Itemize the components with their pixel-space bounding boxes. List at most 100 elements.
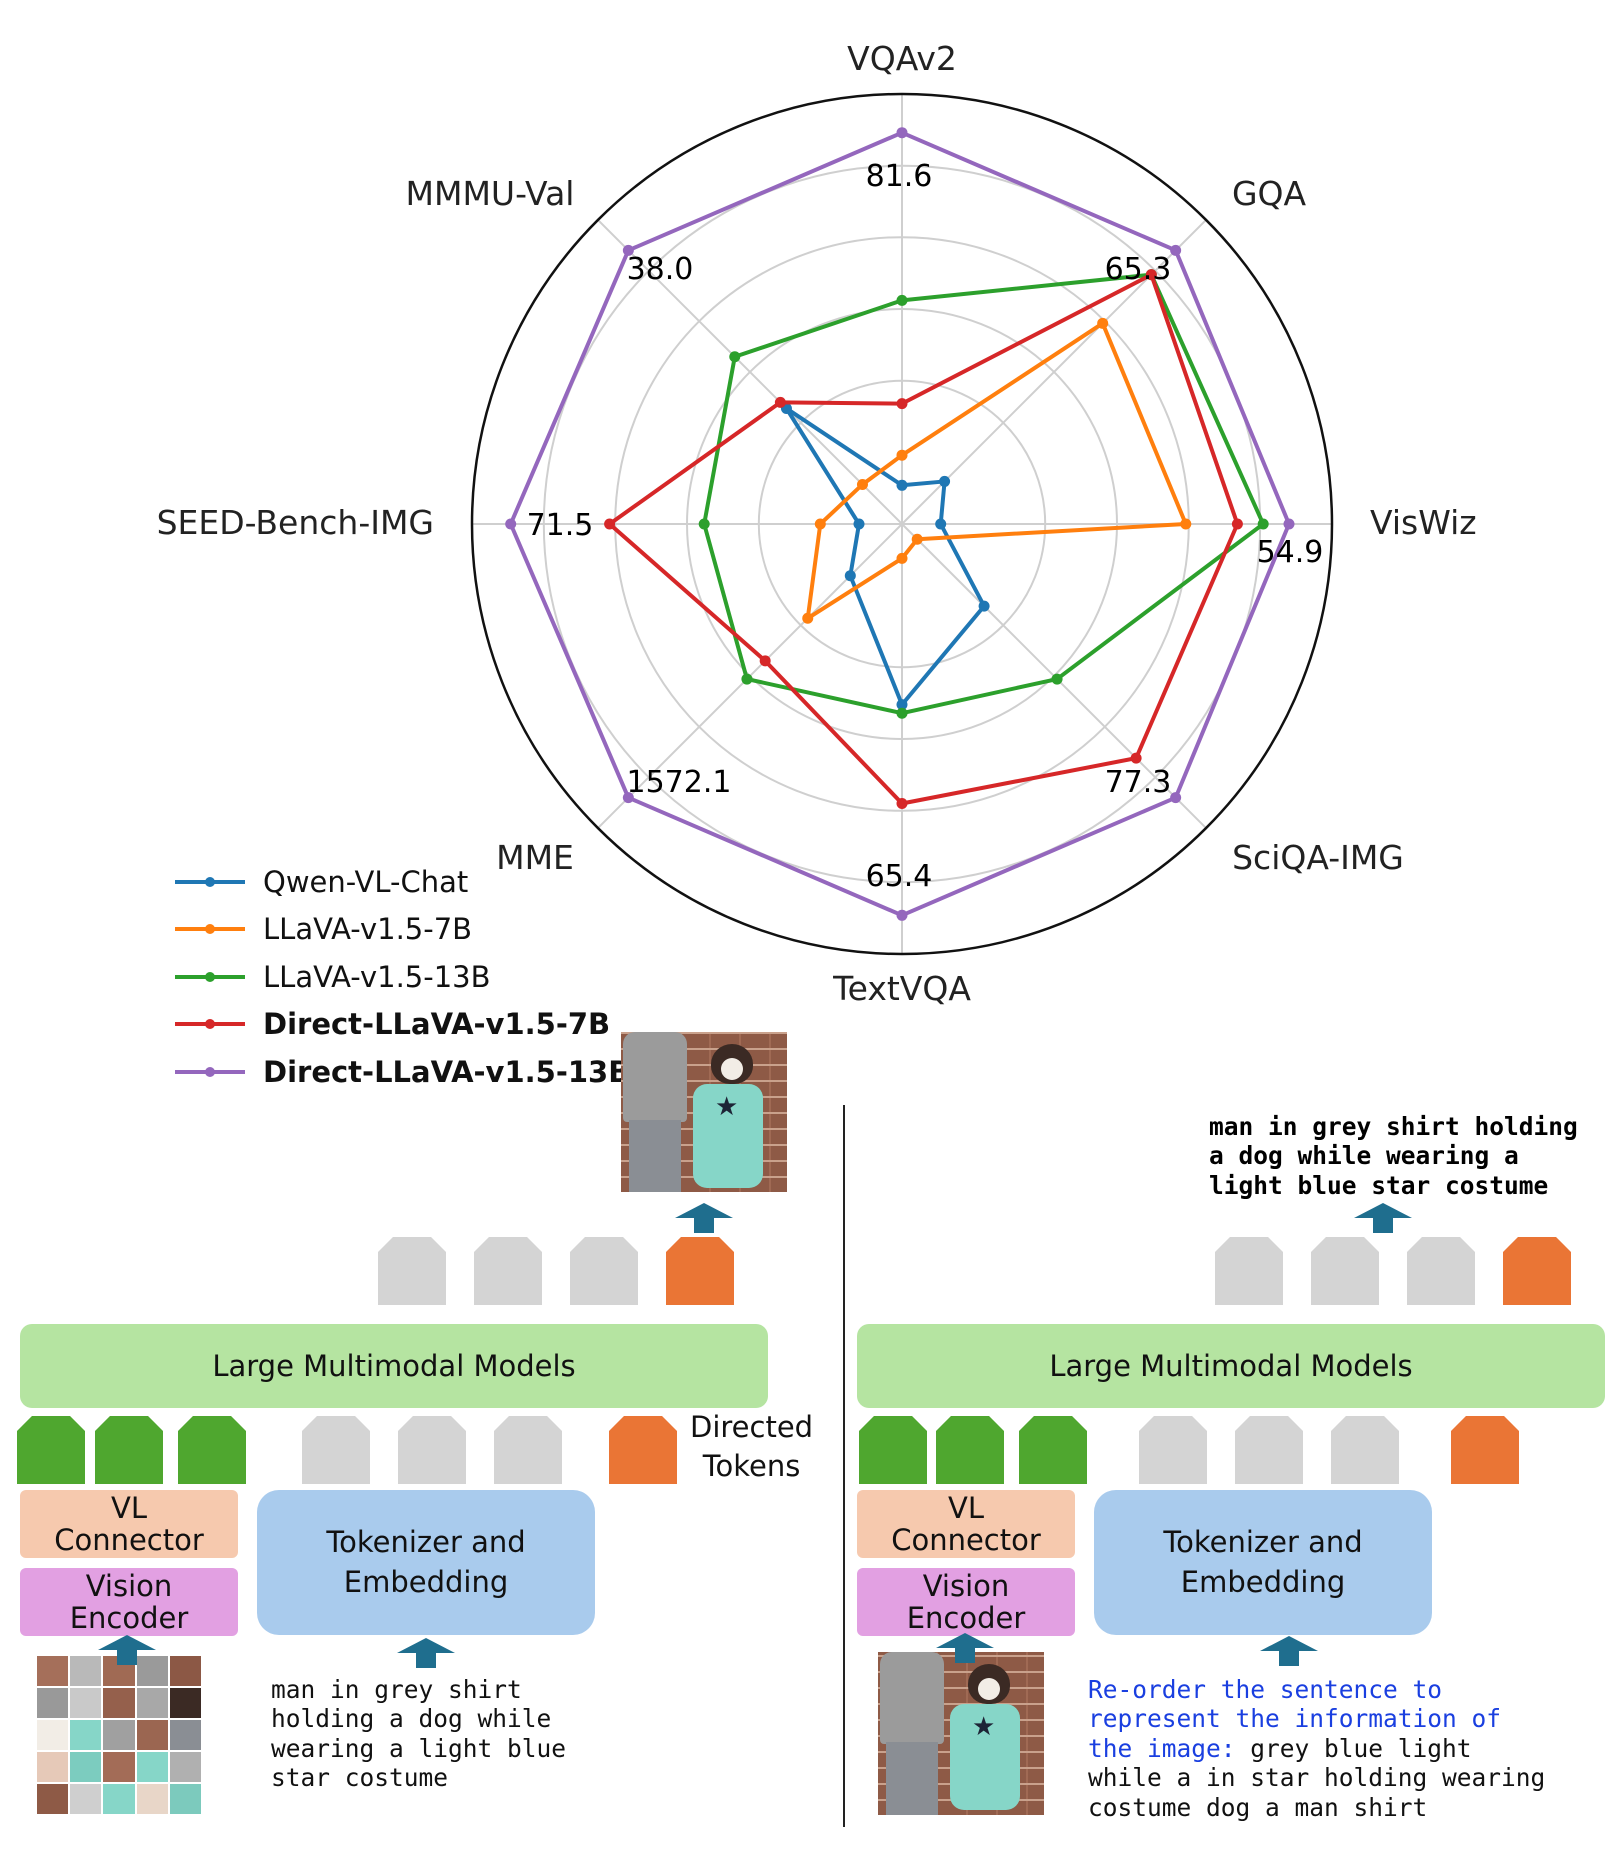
series-point-4 bbox=[622, 792, 634, 804]
image-input-arrow bbox=[936, 1633, 994, 1663]
legend-swatch bbox=[175, 1019, 245, 1030]
series-point-3 bbox=[896, 798, 908, 809]
series-point-2 bbox=[1257, 518, 1269, 530]
output-arrow bbox=[675, 1203, 733, 1233]
series-point-1 bbox=[896, 552, 908, 564]
vl-connector-label: VL Connector bbox=[54, 1490, 204, 1557]
visual-token bbox=[95, 1416, 163, 1484]
series-point-0 bbox=[978, 600, 990, 612]
series-point-0 bbox=[853, 518, 865, 530]
value-label: 1572.1 bbox=[627, 765, 732, 800]
output-directed-token bbox=[666, 1237, 734, 1305]
series-point-2 bbox=[741, 673, 753, 685]
text-token bbox=[1331, 1416, 1399, 1484]
axis-label: GQA bbox=[1232, 174, 1307, 213]
text-input-arrow bbox=[1260, 1636, 1318, 1666]
text-token bbox=[302, 1416, 370, 1484]
vision-encoder-label: Vision Encoder bbox=[906, 1568, 1026, 1635]
series-line-2 bbox=[702, 272, 1266, 716]
output-caption-text: man in grey shirt holding a dog while we… bbox=[1209, 1112, 1578, 1200]
axis-label: SEED-Bench-IMG bbox=[157, 503, 434, 542]
text-token bbox=[398, 1416, 466, 1484]
radar-axis-labels: VQAv2GQAVisWizSciQA-IMGTextVQAMMESEED-Be… bbox=[157, 39, 1477, 1008]
series-point-1 bbox=[911, 533, 923, 545]
series-point-0 bbox=[935, 518, 947, 530]
directed-tokens-label: Directed Tokens bbox=[690, 1410, 814, 1484]
legend-swatch bbox=[175, 971, 245, 982]
output-arrow bbox=[1354, 1203, 1412, 1233]
series-point-2 bbox=[896, 707, 908, 719]
series-point-0 bbox=[896, 699, 908, 711]
text-token bbox=[1235, 1416, 1303, 1484]
vl-connector-box: VL Connector bbox=[20, 1490, 238, 1558]
output-directed-token bbox=[1503, 1237, 1571, 1305]
legend-item: LLaVA-v1.5-13B bbox=[175, 953, 630, 1001]
radar-spoke bbox=[901, 219, 1207, 525]
vision-encoder-box: Vision Encoder bbox=[857, 1568, 1075, 1636]
series-point-4 bbox=[896, 127, 908, 139]
vl-connector-box: VL Connector bbox=[857, 1490, 1075, 1558]
output-image: ★ bbox=[621, 1032, 787, 1192]
series-point-3 bbox=[896, 398, 908, 410]
input-image: ★ bbox=[878, 1652, 1044, 1815]
series-point-1 bbox=[856, 478, 868, 490]
series-point-1 bbox=[814, 518, 826, 530]
legend-label: LLaVA-v1.5-7B bbox=[263, 912, 473, 947]
radar-chart: VQAv2GQAVisWizSciQA-IMGTextVQAMMESEED-Be… bbox=[157, 39, 1477, 1008]
tokenizer-label: Tokenizer and Embedding bbox=[1163, 1525, 1363, 1599]
series-point-1 bbox=[802, 612, 814, 624]
series-point-3 bbox=[1130, 752, 1142, 764]
legend-item: Direct-LLaVA-v1.5-13B bbox=[175, 1048, 630, 1096]
legend-label: Direct-LLaVA-v1.5-13B bbox=[263, 1054, 631, 1089]
series-point-2 bbox=[698, 518, 710, 530]
visual-token bbox=[178, 1416, 246, 1484]
axis-label: VisWiz bbox=[1370, 503, 1477, 542]
text-token bbox=[1139, 1416, 1207, 1484]
series-point-1 bbox=[1180, 518, 1192, 530]
legend-swatch bbox=[175, 876, 245, 887]
shuffled-input-image bbox=[36, 1655, 202, 1815]
instruction-text: Re-order the sentence to represent the i… bbox=[1088, 1675, 1502, 1763]
series-point-3 bbox=[759, 655, 771, 667]
series-point-4 bbox=[896, 909, 908, 921]
lmm-box: Large Multimodal Models bbox=[20, 1324, 768, 1408]
output-text-token bbox=[1407, 1237, 1475, 1305]
directed-token bbox=[609, 1416, 677, 1484]
legend-item: Direct-LLaVA-v1.5-7B bbox=[175, 1001, 630, 1049]
series-line-1 bbox=[805, 321, 1188, 621]
series-point-0 bbox=[896, 479, 908, 491]
series-point-4 bbox=[1283, 518, 1295, 530]
image-input-arrow bbox=[98, 1635, 156, 1665]
value-label: 54.9 bbox=[1257, 535, 1324, 570]
legend-label: Qwen-VL-Chat bbox=[263, 864, 469, 899]
output-text-token bbox=[1215, 1237, 1283, 1305]
visual-token bbox=[936, 1416, 1004, 1484]
vision-encoder-box: Vision Encoder bbox=[20, 1568, 238, 1636]
legend-item: LLaVA-v1.5-7B bbox=[175, 906, 630, 954]
directed-token bbox=[1451, 1416, 1519, 1484]
series-point-2 bbox=[1051, 673, 1063, 685]
series-point-2 bbox=[896, 294, 908, 306]
value-label: 38.0 bbox=[627, 252, 694, 287]
series-point-0 bbox=[844, 570, 856, 582]
visual-token bbox=[1019, 1416, 1087, 1484]
series-point-4 bbox=[1170, 244, 1182, 256]
legend-swatch bbox=[175, 1066, 245, 1077]
legend-label: LLaVA-v1.5-13B bbox=[263, 959, 491, 994]
tokenizer-box: Tokenizer and Embedding bbox=[257, 1490, 595, 1635]
lmm-box: Large Multimodal Models bbox=[857, 1324, 1605, 1408]
value-label: 65.3 bbox=[1105, 252, 1172, 287]
series-point-3 bbox=[1145, 269, 1157, 281]
series-point-1 bbox=[1097, 317, 1109, 329]
input-caption-text: man in grey shirt holding a dog while we… bbox=[271, 1675, 567, 1793]
radar-spoke bbox=[597, 219, 903, 525]
output-text-token bbox=[570, 1237, 638, 1305]
value-label: 81.6 bbox=[866, 159, 933, 194]
axis-label: MMMU-Val bbox=[406, 174, 575, 213]
text-input-arrow bbox=[397, 1638, 455, 1668]
value-label: 77.3 bbox=[1105, 765, 1172, 800]
value-label: 65.4 bbox=[866, 859, 933, 894]
series-point-0 bbox=[939, 475, 951, 487]
